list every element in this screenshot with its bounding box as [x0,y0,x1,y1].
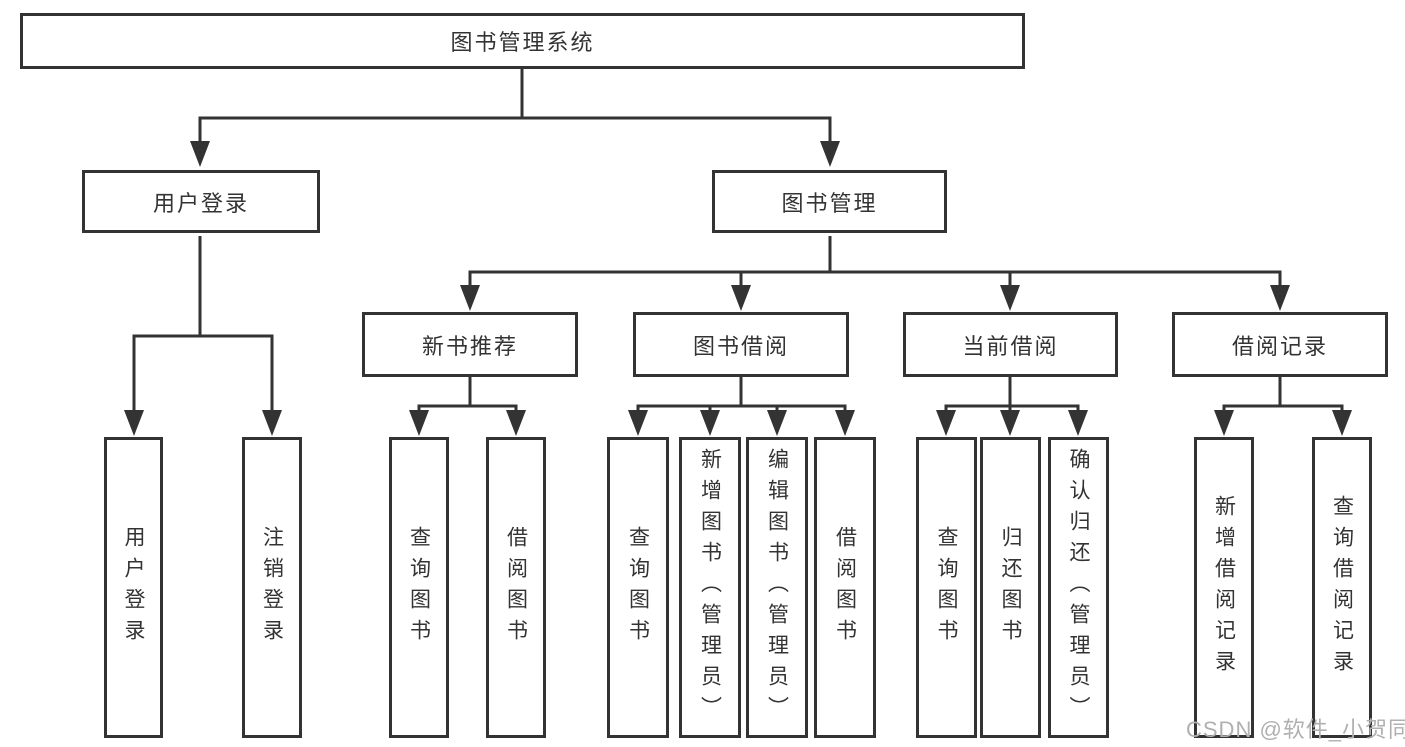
leaf-records-add-borrow-record-label: 新增借阅记录 [1212,494,1236,681]
leaf-borrow-edit-book-admin-label: 编辑图书（管理员） [765,448,789,727]
leaf-borrow-add-book-admin-label: 新增图书（管理员） [698,448,722,727]
leaf-borrow-query-books: 查询图书 [607,437,669,738]
leaf-current-query-books-label: 查询图书 [935,525,958,650]
leaf-recommend-borrow-books: 借阅图书 [486,437,546,738]
leaf-current-confirm-return-admin: 确认归还（管理员） [1048,437,1109,738]
leaf-current-return-books: 归还图书 [980,437,1041,738]
leaf-borrow-add-book-admin: 新增图书（管理员） [679,437,741,738]
connector-current-borrow-split [944,377,1080,413]
leaf-recommend-borrow-books-label: 借阅图书 [504,525,528,650]
node-book-management: 图书管理 [712,170,947,233]
root-node-library-management-system: 图书管理系统 [20,13,1025,69]
leaf-borrow-query-books-label: 查询图书 [626,525,650,650]
connector-book-borrow-split [636,377,847,413]
connector-book-management-split [468,236,1282,288]
leaf-records-add-borrow-record: 新增借阅记录 [1194,437,1254,738]
leaf-current-query-books: 查询图书 [916,437,977,738]
leaf-current-confirm-return-admin-label: 确认归还（管理员） [1067,448,1090,727]
leaf-logout-label: 注销登录 [260,525,284,650]
leaf-borrow-edit-book-admin: 编辑图书（管理员） [746,437,808,738]
arrowheads [124,141,1352,436]
node-book-borrow: 图书借阅 [633,312,849,377]
node-user-login: 用户登录 [82,170,320,233]
connector-new-book-recommend-split [417,377,518,413]
leaf-records-query-borrow-record: 查询借阅记录 [1312,437,1372,738]
leaf-logout: 注销登录 [242,437,302,738]
leaf-recommend-query-books: 查询图书 [389,437,449,738]
leaf-recommend-query-books-label: 查询图书 [407,525,431,650]
connector-user-login-split [132,236,274,413]
connector-borrow-records-split [1222,377,1344,413]
leaf-user-login-label: 用户登录 [122,525,145,650]
leaf-current-return-books-label: 归还图书 [999,525,1022,650]
node-new-book-recommend: 新书推荐 [362,312,578,377]
leaf-borrow-borrow-books: 借阅图书 [814,437,876,738]
node-borrow-records: 借阅记录 [1172,312,1388,377]
leaf-records-query-borrow-record-label: 查询借阅记录 [1330,494,1354,681]
connector-root-split [198,69,832,144]
leaf-user-login: 用户登录 [104,437,163,738]
csdn-watermark: CSDN @软件_小贺同学 [1186,717,1405,742]
leaf-borrow-borrow-books-label: 借阅图书 [833,525,857,650]
node-current-borrow: 当前借阅 [903,312,1118,377]
